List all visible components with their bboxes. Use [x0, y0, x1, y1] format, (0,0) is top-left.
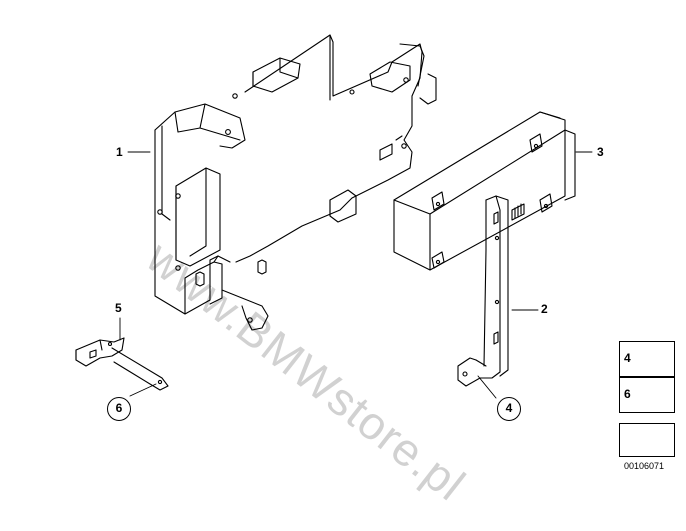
callout-6-circle: 6 — [107, 397, 131, 421]
control-unit-part — [393, 111, 576, 271]
document-number: 00106071 — [624, 461, 665, 471]
small-bracket-part — [75, 337, 169, 391]
legend-item-arrow — [619, 423, 675, 457]
legend-label-4: 4 — [624, 351, 631, 365]
mounting-frame-part — [154, 34, 437, 331]
callout-1: 1 — [116, 145, 123, 159]
callout-5: 5 — [115, 301, 122, 315]
legend-label-6: 6 — [624, 387, 631, 401]
parts-diagram: www.BMWstore.pl 1 3 2 5 6 4 4 6 00106071 — [75, 34, 675, 511]
callout-4-circle: 4 — [497, 397, 521, 421]
callout-2: 2 — [541, 302, 548, 316]
legend-item-4: 4 — [619, 341, 675, 377]
legend-item-6: 6 — [619, 377, 675, 413]
vertical-bracket-part — [457, 195, 509, 387]
callout-3: 3 — [597, 145, 604, 159]
leader-lines — [119, 151, 593, 399]
